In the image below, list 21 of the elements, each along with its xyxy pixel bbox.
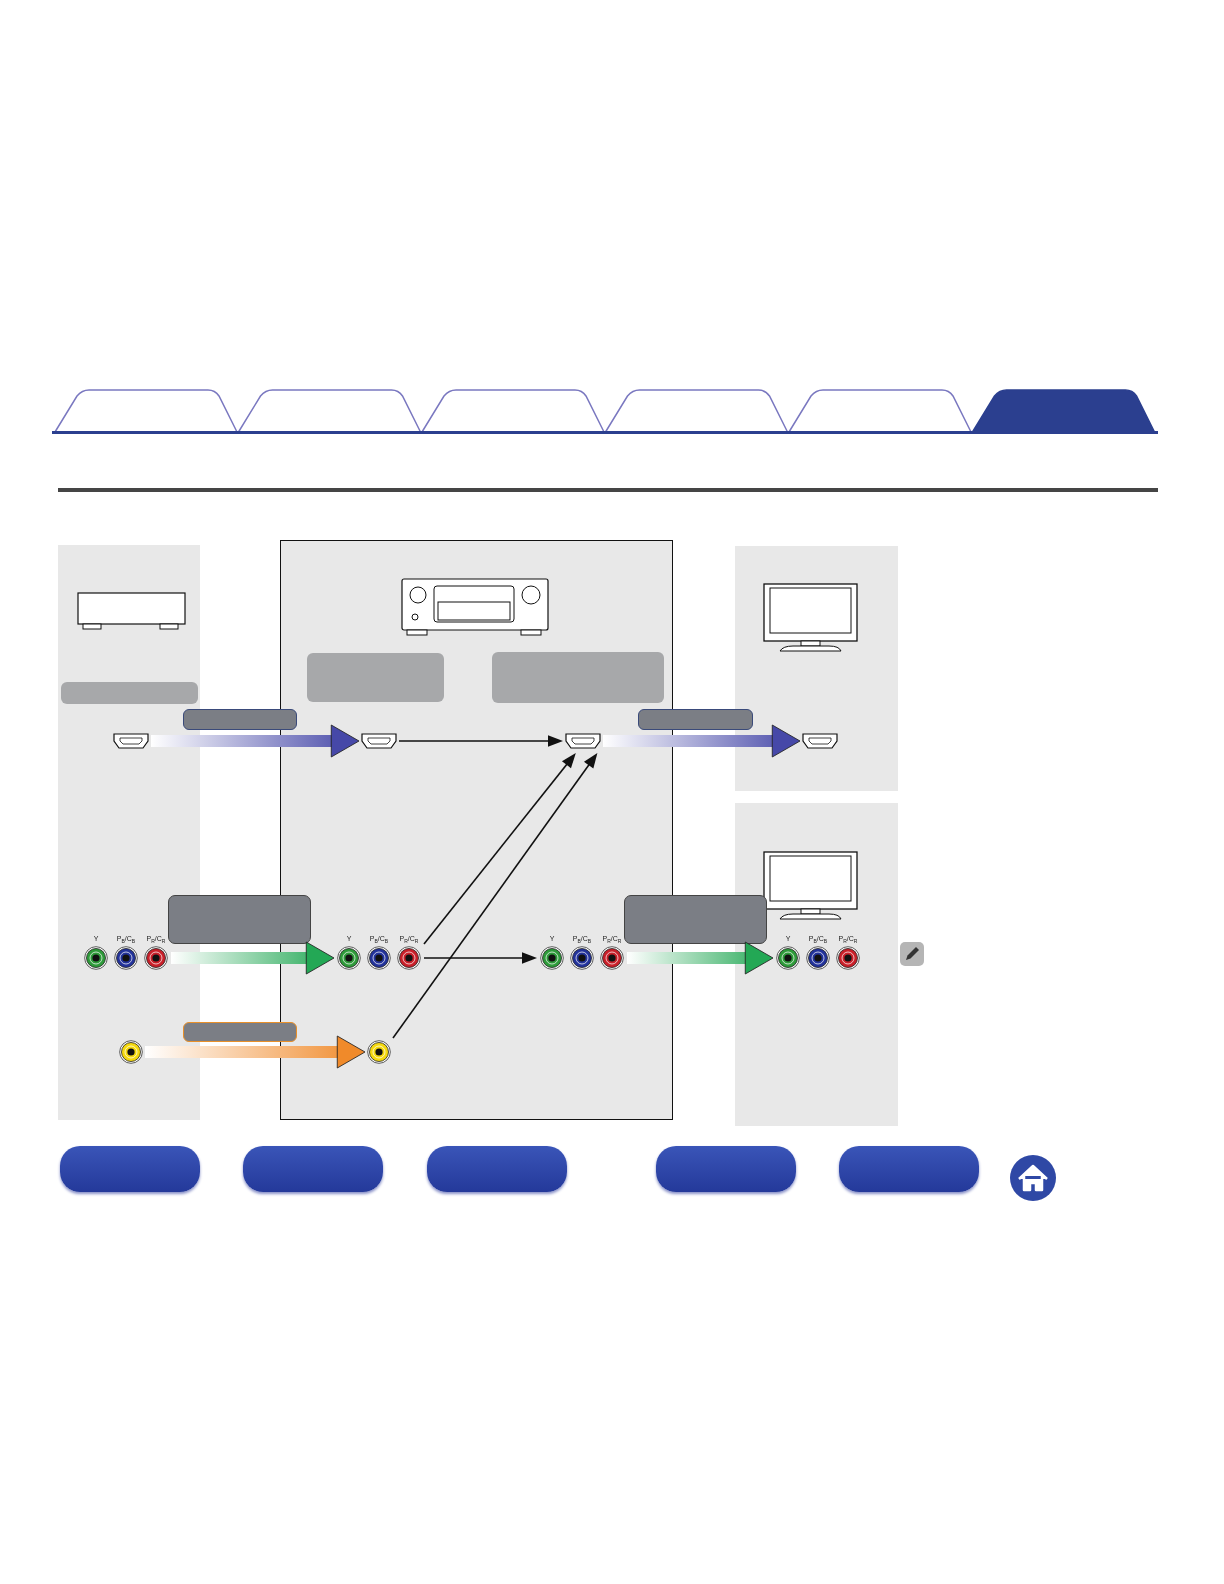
label-patch [492, 652, 664, 703]
arrow [423, 952, 537, 964]
signal-arrow [603, 724, 801, 758]
signal-arrow [171, 941, 335, 975]
hdmi-port-icon [361, 733, 397, 749]
arrow [423, 753, 576, 945]
label-patch [624, 895, 767, 944]
hdmi-port-icon [565, 733, 601, 749]
label-patch [638, 709, 753, 730]
hdmi-port-icon [802, 733, 838, 749]
label-patch [168, 895, 311, 944]
label-patch [307, 653, 444, 702]
hdmi-port-icon [113, 733, 149, 749]
arrow [398, 735, 563, 747]
label-patch [61, 682, 198, 704]
signal-arrow [145, 1035, 366, 1069]
arrow [392, 753, 598, 1039]
signal-arrow [151, 724, 360, 758]
label-patch [183, 1022, 297, 1042]
label-patch [183, 709, 297, 730]
signal-arrow [627, 941, 774, 975]
